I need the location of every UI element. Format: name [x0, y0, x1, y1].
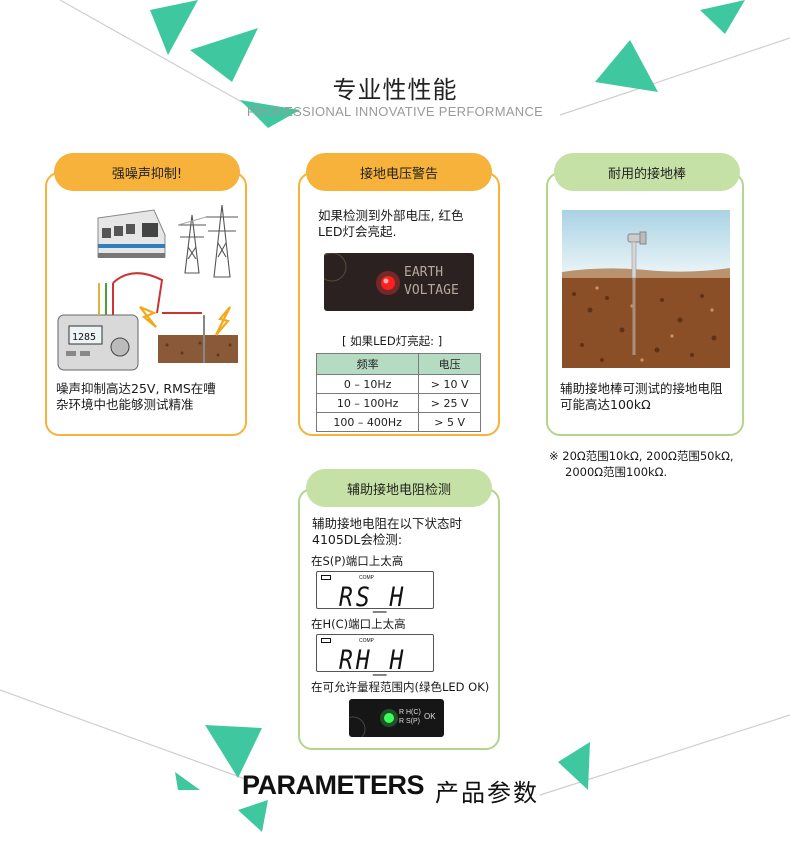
hc-display: RH_H — [339, 646, 407, 676]
ok-led-panel: R H(C) R S(P) OK — [349, 699, 444, 737]
rod-description: 辅助接地棒可测试的接地电阻 可能高达100kΩ — [560, 381, 723, 412]
parameters-title-cn: 产品参数 — [435, 779, 539, 807]
table-header: 频率 — [315, 353, 420, 375]
table-caption: [ 如果LED灯亮起: ] — [342, 334, 443, 348]
battery-icon — [321, 575, 331, 580]
sp-display: RS_H — [339, 583, 407, 613]
led-line-hc: R H(C) — [399, 709, 421, 716]
train-icon — [97, 209, 166, 258]
triangle-deco — [175, 772, 200, 790]
soil-sample — [158, 335, 238, 363]
voltage-description: 如果检测到外部电压, 红色 LED灯会亮起. — [318, 208, 464, 239]
probe-leads — [98, 272, 202, 315]
noise-card — [45, 172, 247, 436]
noise-tab: 强噪声抑制! — [54, 153, 240, 191]
page-title: 专业性性能 — [332, 76, 458, 104]
triangle-deco — [700, 0, 745, 34]
triangle-deco — [240, 100, 300, 128]
table-row: 10 – 100Hz> 25 V — [315, 393, 481, 413]
aux-tab: 辅助接地电阻检测 — [306, 469, 492, 507]
table-row: 0 – 10Hz> 10 V — [315, 374, 481, 394]
ok-label: 在可允许量程范围内(绿色LED OK) — [311, 680, 490, 694]
meter-display: 1285 — [72, 332, 96, 343]
led-label-voltage: VOLTAGE — [404, 283, 459, 298]
tester-icon: 1285 — [57, 314, 139, 371]
page-subtitle: PROFESSIONAL INNOVATIVE PERFORMANCE — [246, 104, 544, 119]
sp-label: 在S(P)端口上太高 — [311, 554, 404, 568]
earth-rod-illustration — [562, 210, 730, 368]
triangle-deco — [558, 742, 590, 790]
earth-voltage-led-panel: EARTH VOLTAGE — [324, 253, 474, 311]
parameters-title-en: PARAMETERS — [242, 770, 425, 800]
triangle-deco — [595, 40, 658, 92]
battery-icon — [321, 638, 331, 643]
rod-tab: 耐用的接地棒 — [554, 153, 740, 191]
table-row: 100 – 400Hz> 5 V — [315, 412, 481, 432]
table-header: 电压 — [418, 353, 481, 375]
led-ok: OK — [424, 712, 436, 721]
rod-note: ※ 20Ω范围10kΩ, 200Ω范围50kΩ, 2000Ω范围100kΩ. — [549, 449, 734, 479]
hc-lcd: COMP RH_H — [316, 634, 434, 676]
red-led-icon — [381, 276, 395, 290]
aux-description: 辅助接地电阻在以下状态时 4105DL会检测: — [312, 516, 463, 547]
triangle-deco — [190, 28, 258, 82]
led-label-earth: EARTH — [404, 265, 444, 280]
power-tower-icon — [177, 204, 238, 278]
voltage-tab: 接地电压警告 — [306, 153, 492, 191]
voltage-table: 频率 电压 0 – 10Hz> 10 V 10 – 100Hz> 25 V 10… — [315, 353, 481, 432]
triangle-deco — [205, 725, 262, 778]
noise-description: 噪声抑制高达25V, RMS在嘈 杂环境中也能够测试精准 — [56, 381, 216, 412]
hc-label: 在H(C)端口上太高 — [311, 617, 406, 631]
earth-rod-icon — [627, 231, 647, 355]
sp-lcd: COMP RS_H — [316, 571, 434, 613]
triangle-deco — [238, 800, 268, 832]
triangle-deco — [150, 0, 198, 55]
led-line-sp: R S(P) — [399, 718, 420, 725]
green-led-icon — [384, 713, 394, 723]
noise-illustration: 1285 — [57, 204, 238, 371]
